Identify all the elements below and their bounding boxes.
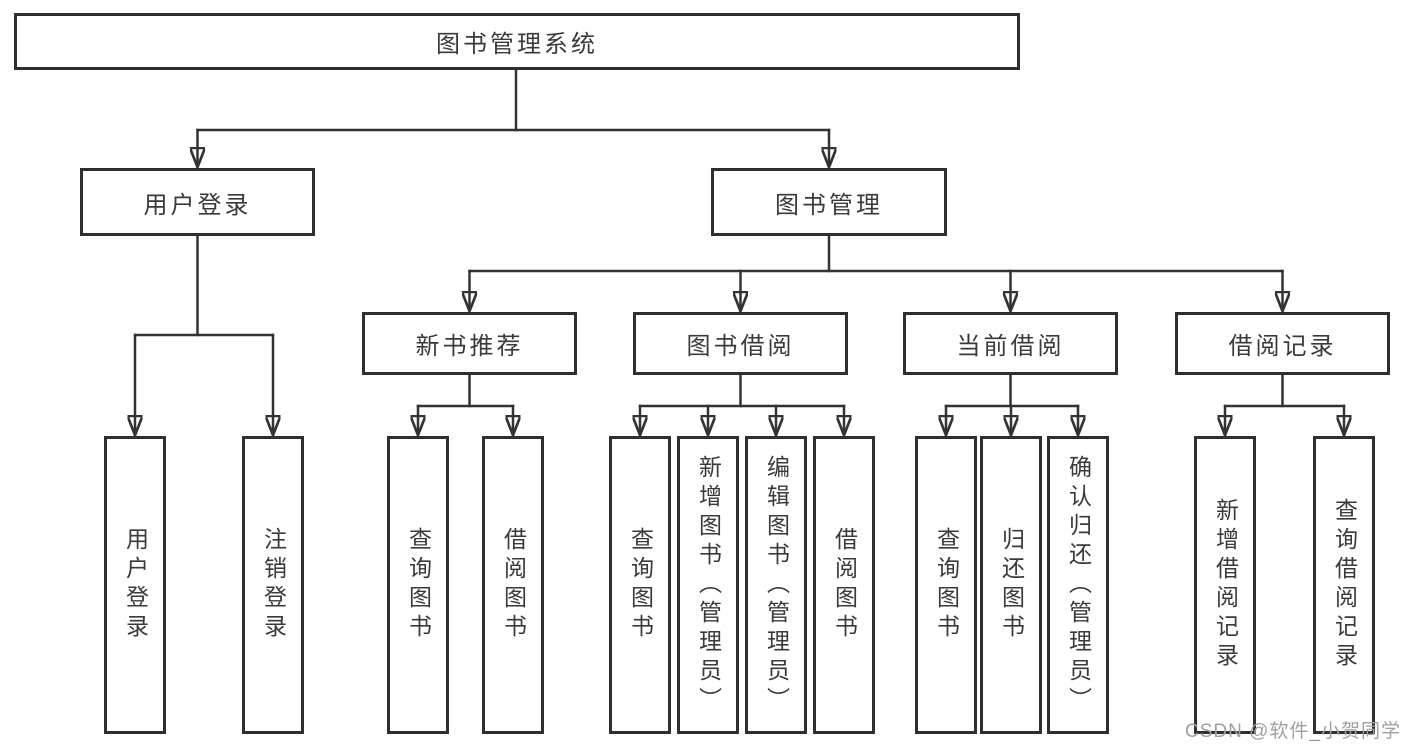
node-book-borrowing: 图书借阅 [633,312,848,375]
leaf-borrow-books-recommend: 借阅图书 [482,436,544,734]
leaf-label: 查询借阅记录 [1331,498,1358,672]
node-label: 图书管理系统 [436,31,598,58]
node-book-management: 图书管理 [711,168,947,236]
leaf-user-login: 用户登录 [104,436,166,734]
leaf-edit-books-admin: 编辑图书（管理员） [745,436,807,734]
leaf-label: 查询图书 [933,527,960,643]
leaf-label: 注销登录 [260,527,287,643]
leaf-add-books-admin: 新增图书（管理员） [677,436,739,734]
csdn-watermark: CSDN @软件_小贺同学 [1185,721,1401,742]
node-label: 借阅记录 [1228,333,1337,360]
leaf-label: 借阅图书 [500,527,527,643]
node-label: 当前借阅 [956,333,1065,360]
node-label: 用户登录 [143,191,252,219]
node-label: 图书借阅 [686,333,795,360]
leaf-label: 新增借阅记录 [1212,498,1239,672]
leaf-add-borrow-record: 新增借阅记录 [1194,436,1256,734]
node-borrowing-records: 借阅记录 [1175,312,1390,375]
leaf-label: 确认归还（管理员） [1065,454,1092,716]
leaf-query-borrow-record: 查询借阅记录 [1313,436,1375,734]
leaf-label: 新增图书（管理员） [695,454,722,716]
leaf-query-books-recommend: 查询图书 [387,436,449,734]
leaf-logout: 注销登录 [242,436,304,734]
leaf-label: 归还图书 [998,527,1025,643]
leaf-confirm-return-admin: 确认归还（管理员） [1047,436,1109,734]
node-library-management-system: 图书管理系统 [14,13,1020,70]
leaf-label: 编辑图书（管理员） [763,454,790,716]
node-new-book-recommend: 新书推荐 [362,312,577,375]
node-current-borrowing: 当前借阅 [903,312,1118,375]
leaf-label: 用户登录 [122,527,149,643]
leaf-query-books-borrowing: 查询图书 [609,436,671,734]
node-label: 新书推荐 [415,333,524,360]
node-user-login: 用户登录 [80,168,315,236]
leaf-label: 查询图书 [405,527,432,643]
leaf-return-books: 归还图书 [980,436,1042,734]
leaf-label: 借阅图书 [831,527,858,643]
leaf-query-books-current: 查询图书 [915,436,977,734]
node-label: 图书管理 [775,191,883,219]
leaf-borrow-books: 借阅图书 [813,436,875,734]
leaf-label: 查询图书 [627,527,654,643]
